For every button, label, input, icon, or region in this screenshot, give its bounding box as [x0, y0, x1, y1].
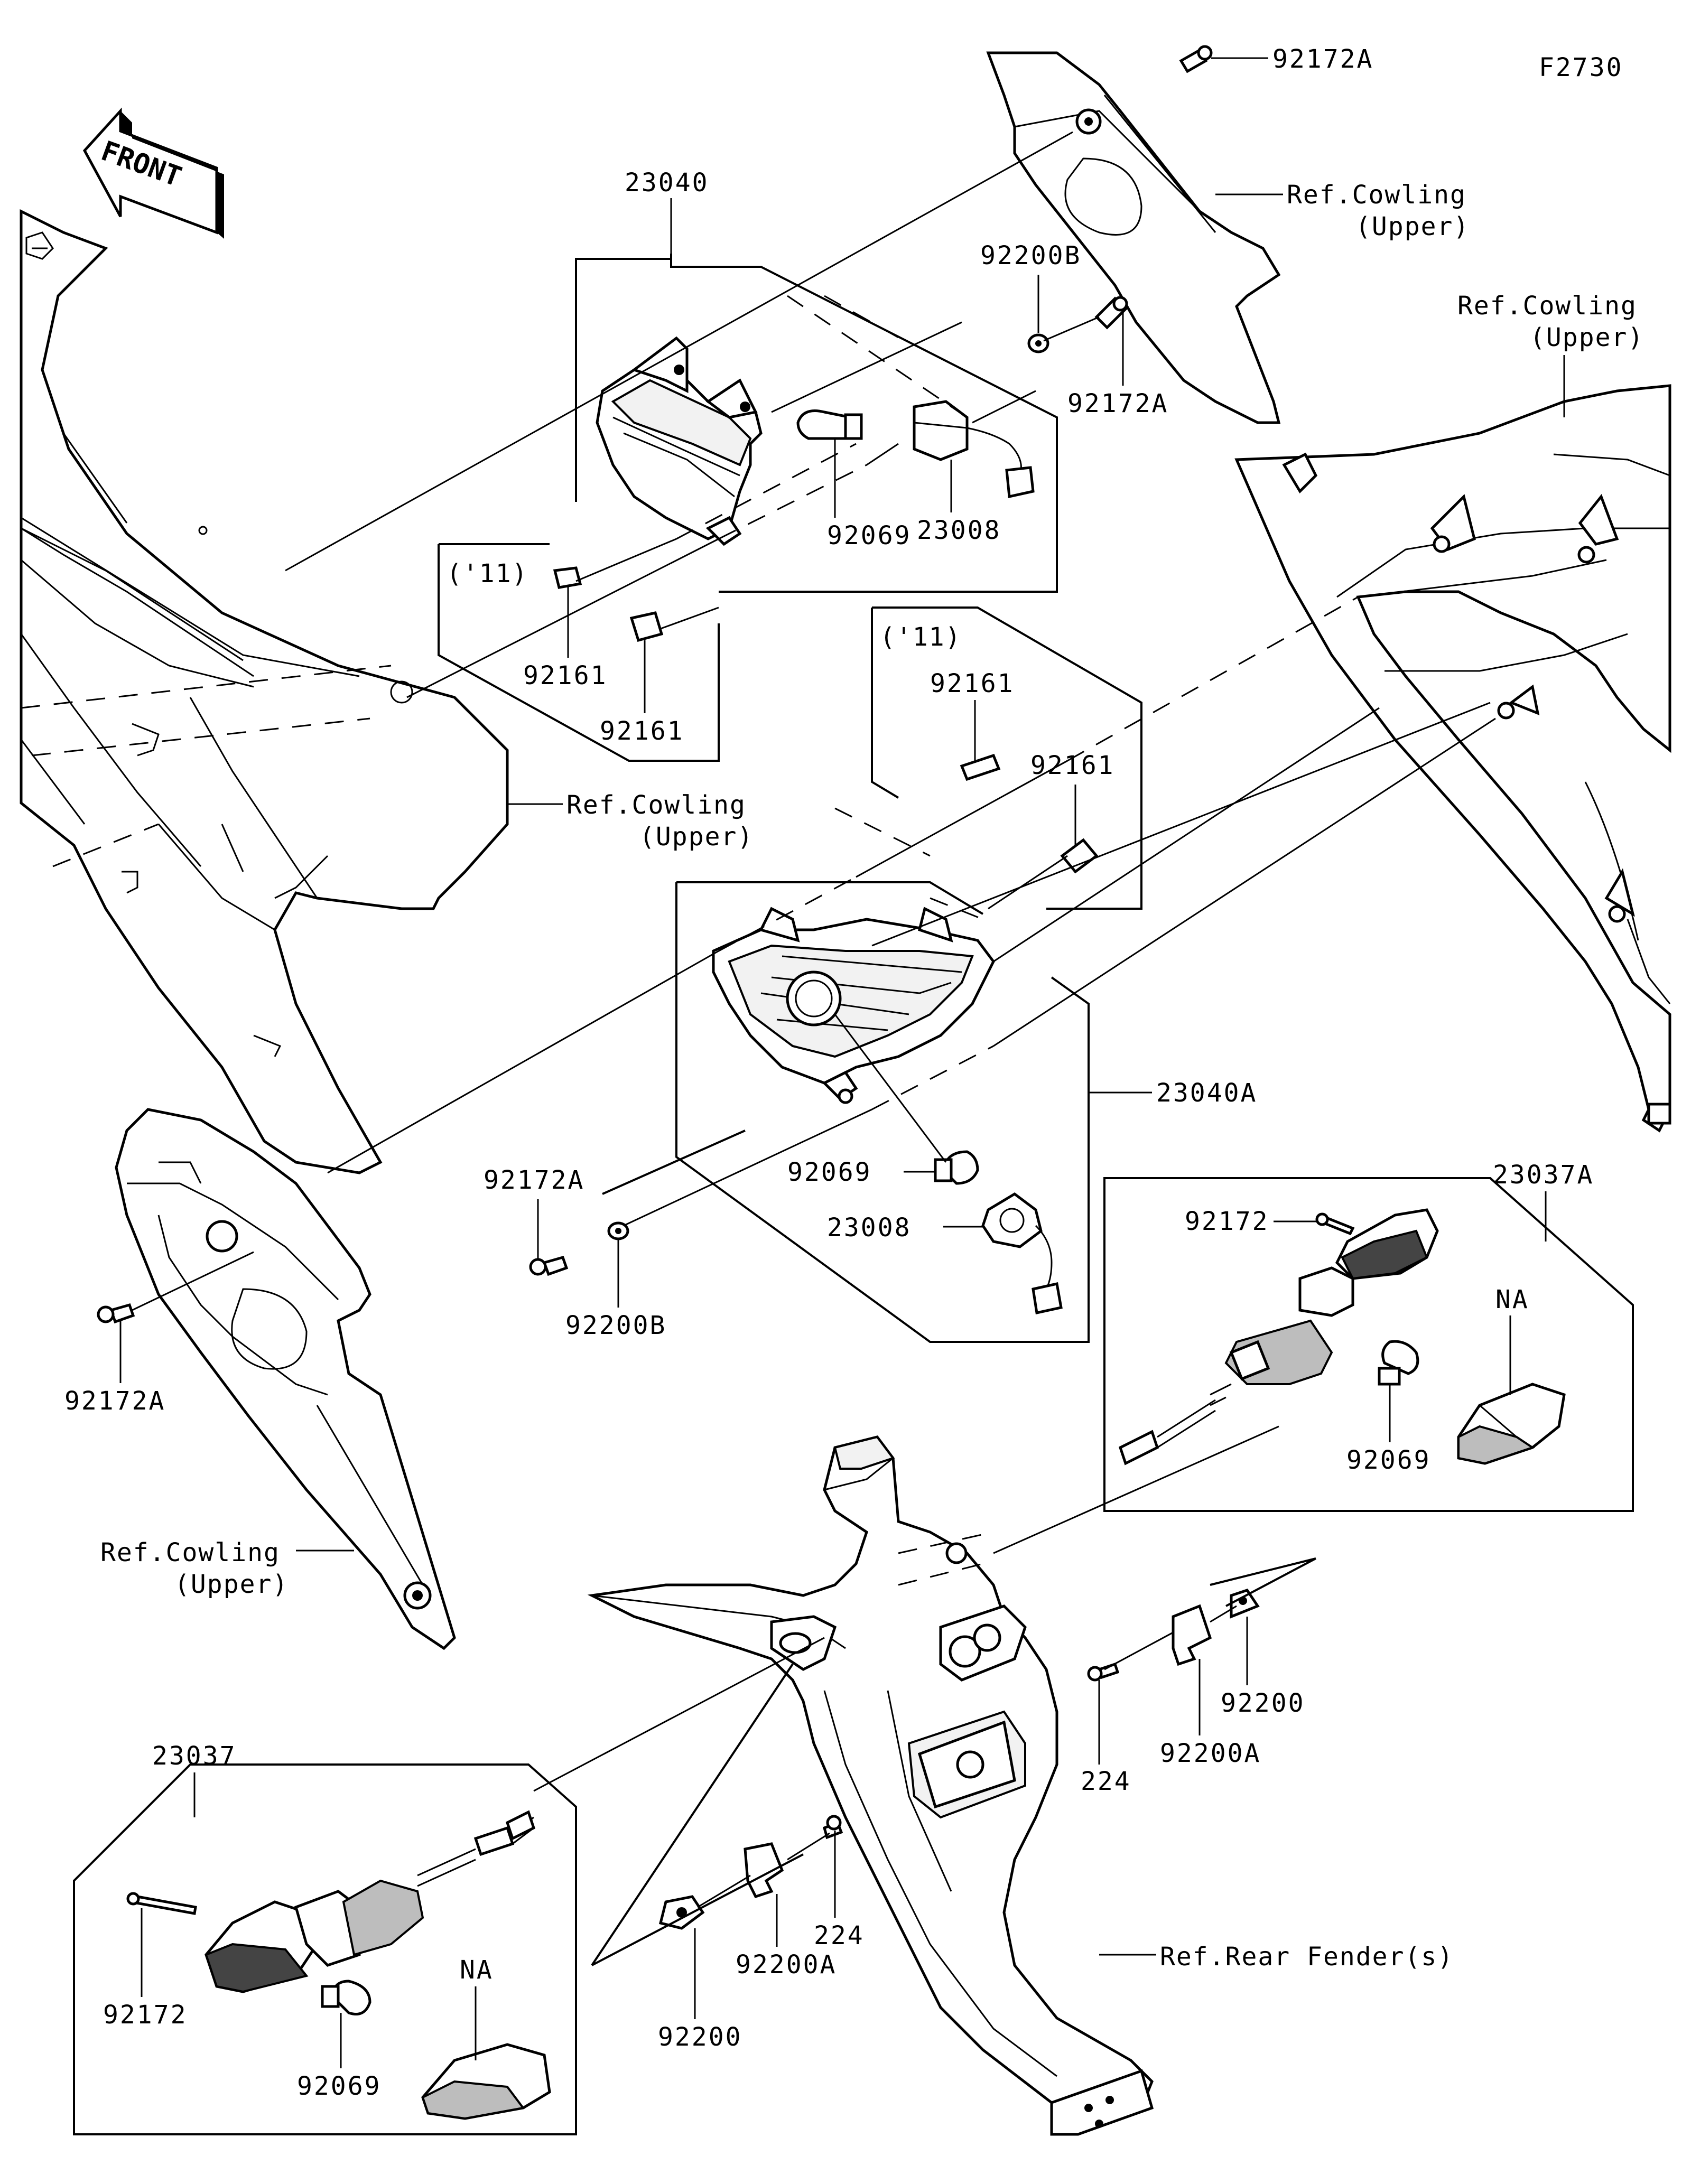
label-92161-d: 92161	[1030, 751, 1115, 780]
ref-cowling-upper-3-line1: Ref.Cowling	[566, 790, 746, 820]
bracket-23040A	[675, 881, 1090, 1343]
label-92069-mid: 92069	[787, 1158, 872, 1187]
cowling-upper-right	[1234, 384, 1671, 1133]
label-23008-top: 23008	[917, 516, 1001, 545]
label-92069-top: 92069	[827, 521, 912, 550]
bracket-23037A	[1103, 1177, 1634, 1512]
label-92172A-top: 92172A	[1272, 44, 1373, 74]
label-na-left: NA	[460, 1955, 494, 1985]
bracket-fastener-right	[1210, 1557, 1316, 1607]
ref-cowling-upper-2-line1: Ref.Cowling	[1457, 291, 1637, 321]
bracket-fastener-left	[591, 1663, 804, 1966]
label-23037A: 23037A	[1493, 1160, 1594, 1190]
label-92200-left: 92200	[658, 2022, 742, 2052]
front-arrow-icon: FRONT	[82, 107, 224, 239]
label-92200B-top: 92200B	[980, 241, 1081, 270]
label-224-right: 224	[1081, 1767, 1131, 1796]
tail-lamp-23040A	[97, 753, 1099, 1324]
rear-fender	[587, 1435, 1154, 2136]
ref-cowling-upper-1-line2: (Upper)	[1355, 212, 1470, 241]
label-92172A-left: 92172A	[64, 1386, 165, 1416]
label-92200B-bottom: 92200B	[565, 1311, 666, 1340]
ref-cowling-upper-1-line1: Ref.Cowling	[1287, 180, 1466, 210]
cowling-upper-lower-left	[115, 1108, 456, 1650]
bracket-23037	[73, 1763, 577, 2135]
label-92172-right: 92172	[1185, 1207, 1269, 1236]
label-23008-mid: 23008	[827, 1213, 912, 1243]
tail-lamp-23040	[553, 45, 1213, 642]
figure-code: F2730	[1539, 53, 1623, 82]
ref-cowling-upper-4-line1: Ref.Cowling	[100, 1538, 280, 1567]
label-92200A-right: 92200A	[1160, 1739, 1261, 1768]
cowling-upper-left	[20, 209, 509, 1174]
label-92172A-top2: 92172A	[1067, 389, 1168, 418]
label-92161-b: 92161	[600, 716, 684, 746]
label-92172-left: 92172	[103, 2000, 188, 2030]
fastener-group-right	[1087, 1589, 1260, 1682]
bracket-92161-11b	[871, 606, 1142, 910]
fastener-group-left	[658, 1815, 843, 1930]
ref-cowling-upper-3-line2: (Upper)	[639, 822, 754, 852]
label-92161-c: 92161	[930, 669, 1015, 698]
turn-signal-23037	[126, 1810, 551, 2120]
label-23037: 23037	[152, 1741, 237, 1771]
turn-signal-23037A	[1118, 1208, 1566, 1466]
ref-cowling-upper-4-line2: (Upper)	[174, 1570, 289, 1599]
bracket-92161-11	[438, 543, 720, 762]
label-224-left: 224	[814, 1921, 865, 1950]
label-na-right: NA	[1495, 1285, 1529, 1314]
label-92069-right: 92069	[1346, 1445, 1431, 1475]
label-23040: 23040	[625, 168, 709, 198]
cowling-upper-top-right	[986, 51, 1281, 424]
label-92200A-left: 92200A	[736, 1950, 837, 1980]
bracket-23040	[575, 258, 671, 502]
ref-cowling-upper-2-line2: (Upper)	[1530, 323, 1644, 352]
label-year-11-b: ('11)	[880, 622, 962, 652]
label-year-11-a: ('11)	[447, 559, 528, 589]
label-23040A: 23040A	[1156, 1078, 1257, 1108]
label-92161-a: 92161	[523, 661, 608, 690]
ref-rear-fender: Ref.Rear Fender(s)	[1160, 1942, 1454, 1972]
label-92069-left: 92069	[297, 2071, 382, 2101]
label-92200-right: 92200	[1221, 1688, 1305, 1718]
label-92172A-mid: 92172A	[484, 1165, 584, 1195]
